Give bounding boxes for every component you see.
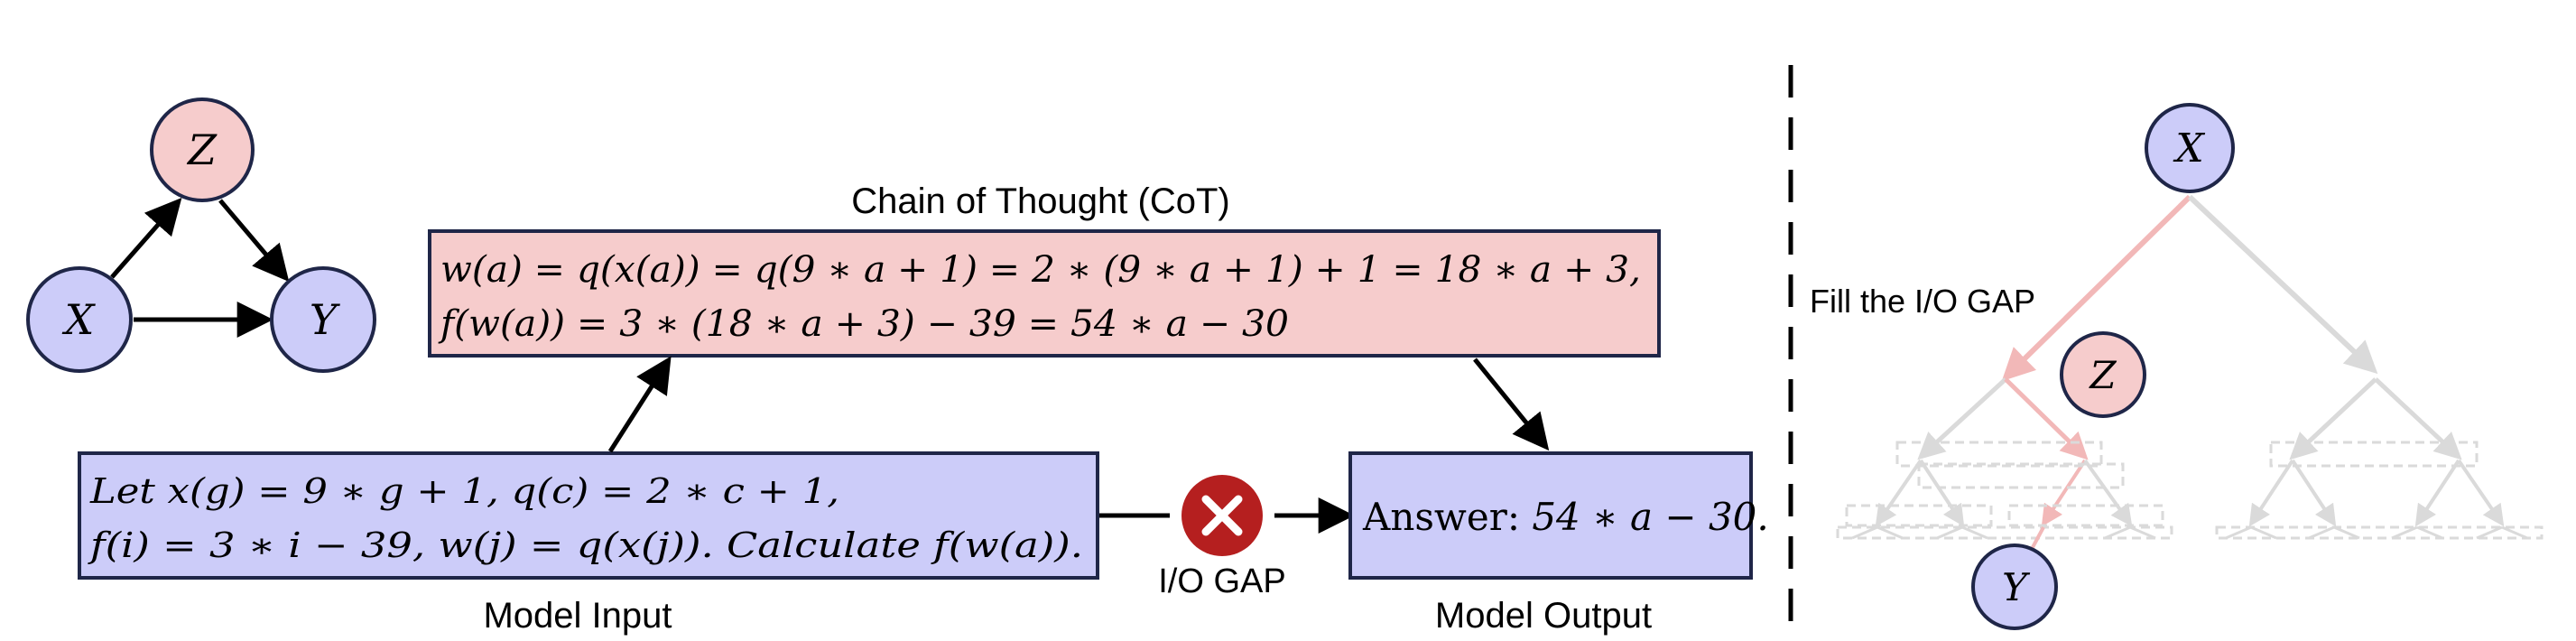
reasoning-tree: X Z Y Fill the I/O GAP [1810,103,2544,630]
model-input-section: Let x(g) = 9 ∗ g + 1, q(c) = 2 ∗ c + 1, … [78,451,1099,636]
tree-edge-root-right [2187,194,2378,375]
model-output-box [1348,451,1753,580]
tree-node-z-label: Z [2088,353,2117,397]
tree-node-y-circle [1971,543,2058,630]
arrow-input-to-cot [607,356,672,453]
model-input-box [78,451,1099,580]
io-gap-label: I/O GAP [1158,562,1285,600]
edge-z-y [218,199,290,283]
io-gap-section: I/O GAP [1099,475,1355,600]
node-y-label: Y [310,295,341,344]
model-input-line-2: f(i) = 3 ∗ i − 39, w(j) = q(x(j)). Calcu… [87,525,1083,565]
model-input-caption: Model Input [483,596,672,636]
answer-expression: 54 ∗ a − 30. [1532,495,1768,539]
tree-edge-root-left [2001,194,2192,382]
cot-line-2: f(w(a)) = 3 ∗ (18 ∗ a + 3) − 39 = 54 ∗ a… [438,303,1289,345]
node-y-circle [270,266,376,373]
model-output-section: Answer: 54 ∗ a − 30. Model Output [1348,451,1769,636]
cot-line-1: w(a) = q(x(a)) = q(9 ∗ a + 1) = 2 ∗ (9 ∗… [440,249,1641,291]
cot-title: Chain of Thought (CoT) [851,181,1229,221]
tree-node-x-label: X [2173,125,2205,172]
causal-graph: Z X Y [26,98,376,373]
node-x-circle [26,266,133,373]
edge-x-z [110,197,182,279]
fill-gap-label: Fill the I/O GAP [1810,283,2035,320]
answer-prefix: Answer: [1362,495,1532,539]
arrow-cot-to-output [1473,358,1550,451]
cot-box [428,229,1661,358]
cot-section: Chain of Thought (CoT) w(a) = q(x(a)) = … [428,181,1661,358]
tree-node-y-label: Y [2002,565,2031,609]
node-z-label: Z [186,125,218,174]
model-input-line-1: Let x(g) = 9 ∗ g + 1, q(c) = 2 ∗ c + 1, [89,471,839,511]
tree-node-z-circle [2060,331,2146,418]
model-output-caption: Model Output [1435,596,1652,636]
tree-node-x-circle [2145,103,2235,193]
node-z-circle [150,98,255,202]
node-x-label: X [62,295,97,344]
model-output-text: Answer: 54 ∗ a − 30. [1362,495,1769,539]
